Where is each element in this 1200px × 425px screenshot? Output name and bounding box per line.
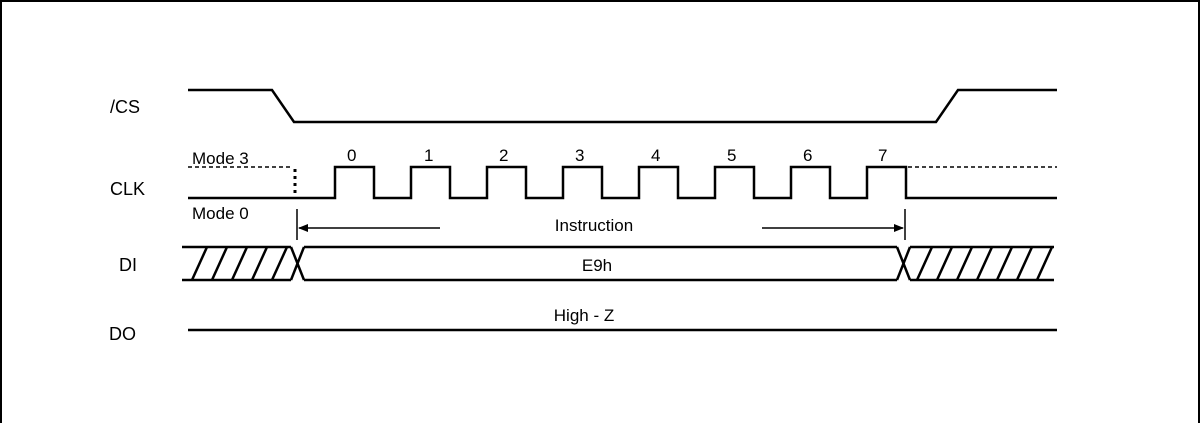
- do-value: High - Z: [554, 306, 614, 325]
- pulse-number: 3: [575, 146, 584, 165]
- pulse-number: 1: [424, 146, 433, 165]
- do-label: DO: [109, 324, 136, 344]
- pulse-number: 7: [878, 146, 887, 165]
- do-waveform: High - Z: [188, 306, 1057, 332]
- cs-label: /CS: [110, 97, 140, 117]
- instruction-label: Instruction: [555, 216, 633, 235]
- clk-waveform: [188, 165, 1057, 200]
- di-value: E9h: [582, 256, 612, 275]
- instruction-span: Instruction: [296, 209, 906, 240]
- pulse-number: 4: [651, 146, 660, 165]
- clk-pulse-numbers: 0 1 2 3 4 5 6 7: [347, 146, 887, 165]
- pulse-number: 5: [727, 146, 736, 165]
- di-label: DI: [119, 255, 137, 275]
- mode3-label: Mode 3: [192, 149, 249, 168]
- pulse-number: 2: [499, 146, 508, 165]
- pulse-number: 6: [803, 146, 812, 165]
- pulse-number: 0: [347, 146, 356, 165]
- di-waveform: E9h: [182, 245, 1054, 282]
- cs-waveform: [188, 88, 1057, 124]
- clk-label: CLK: [110, 179, 145, 199]
- mode0-label: Mode 0: [192, 204, 249, 223]
